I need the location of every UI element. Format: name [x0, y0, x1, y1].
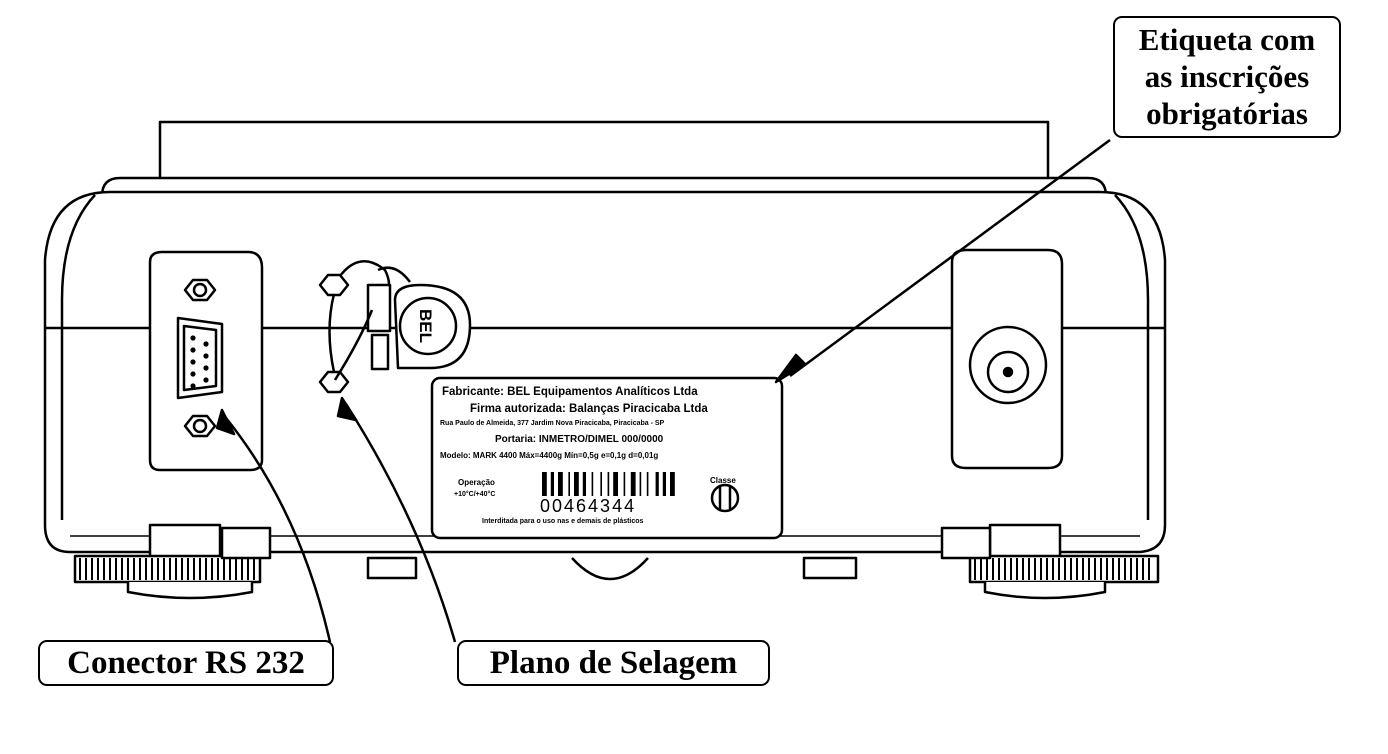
- plate-class-label: Classe: [710, 476, 736, 485]
- label-callout-line-3: obrigatórias: [1146, 96, 1308, 131]
- label-callout-line-1: Etiqueta com: [1138, 22, 1316, 57]
- barcode-bar: [568, 472, 570, 496]
- plate-line-2: Firma autorizada: Balanças Piracicaba Lt…: [470, 403, 708, 415]
- barcode-bar: [646, 472, 649, 496]
- plate-line-3: Rua Paulo de Almeida, 377 Jardim Nova Pi…: [440, 420, 665, 427]
- db9-pin: [190, 347, 196, 353]
- right-leveling-foot: [940, 523, 1160, 600]
- db9-pin: [190, 383, 196, 389]
- barcode-bar: [623, 472, 626, 496]
- sealing-plane: [318, 260, 472, 394]
- rs232-callout: Conector RS 232: [38, 640, 334, 686]
- db9-pin: [190, 359, 196, 365]
- leader-lines: [215, 138, 1111, 643]
- label-callout: Etiqueta com as inscrições obrigatórias: [1113, 16, 1341, 138]
- db9-pin: [203, 365, 209, 371]
- barcode-bar: [639, 472, 642, 496]
- barcode-bar: [670, 472, 675, 496]
- plate-line-5: Modelo: MARK 4400 Máx=4400g Mín=0,5g e=0…: [440, 451, 659, 460]
- sealing-callout: Plano de Selagem: [457, 640, 770, 686]
- barcode-bar: [550, 472, 554, 496]
- barcode-bar: [591, 472, 594, 496]
- power-connector-panel: [950, 248, 1064, 470]
- plate-serial-number: 00464344: [540, 496, 637, 516]
- db9-pin: [203, 341, 209, 347]
- barcode-bar: [655, 472, 659, 496]
- barcode-bar: [613, 472, 618, 496]
- weighing-pan: [100, 120, 1108, 198]
- plate-operation-label: Operação: [458, 478, 495, 487]
- barcode-bar: [574, 472, 579, 496]
- seal-badge-text: BEL: [416, 309, 435, 343]
- plate-line-1: Fabricante: BEL Equipamentos Analíticos …: [442, 386, 698, 398]
- barcode-bar: [542, 472, 547, 496]
- rs232-connector-panel: [148, 250, 264, 472]
- bottom-feet: [366, 556, 858, 580]
- db9-pin: [190, 371, 196, 377]
- label-callout-line-2: as inscrições: [1144, 59, 1310, 94]
- left-leveling-foot: [73, 523, 272, 600]
- db9-pin: [190, 335, 196, 341]
- barcode-bar: [582, 472, 586, 496]
- barcode-bar: [630, 472, 636, 496]
- barcode-bar: [662, 472, 666, 496]
- plate-operation-value: +10°C/+40°C: [454, 491, 496, 498]
- plate-line-4: Portaria: INMETRO/DIMEL 000/0000: [495, 434, 664, 445]
- db9-pin: [203, 353, 209, 359]
- barcode-bar: [558, 472, 563, 496]
- label-plate: [430, 376, 784, 540]
- plate-footer: Interditada para o uso nas e demais de p…: [482, 518, 644, 525]
- db9-pin: [203, 377, 209, 383]
- barcode-bar: [600, 472, 602, 496]
- barcode-bar: [607, 472, 610, 496]
